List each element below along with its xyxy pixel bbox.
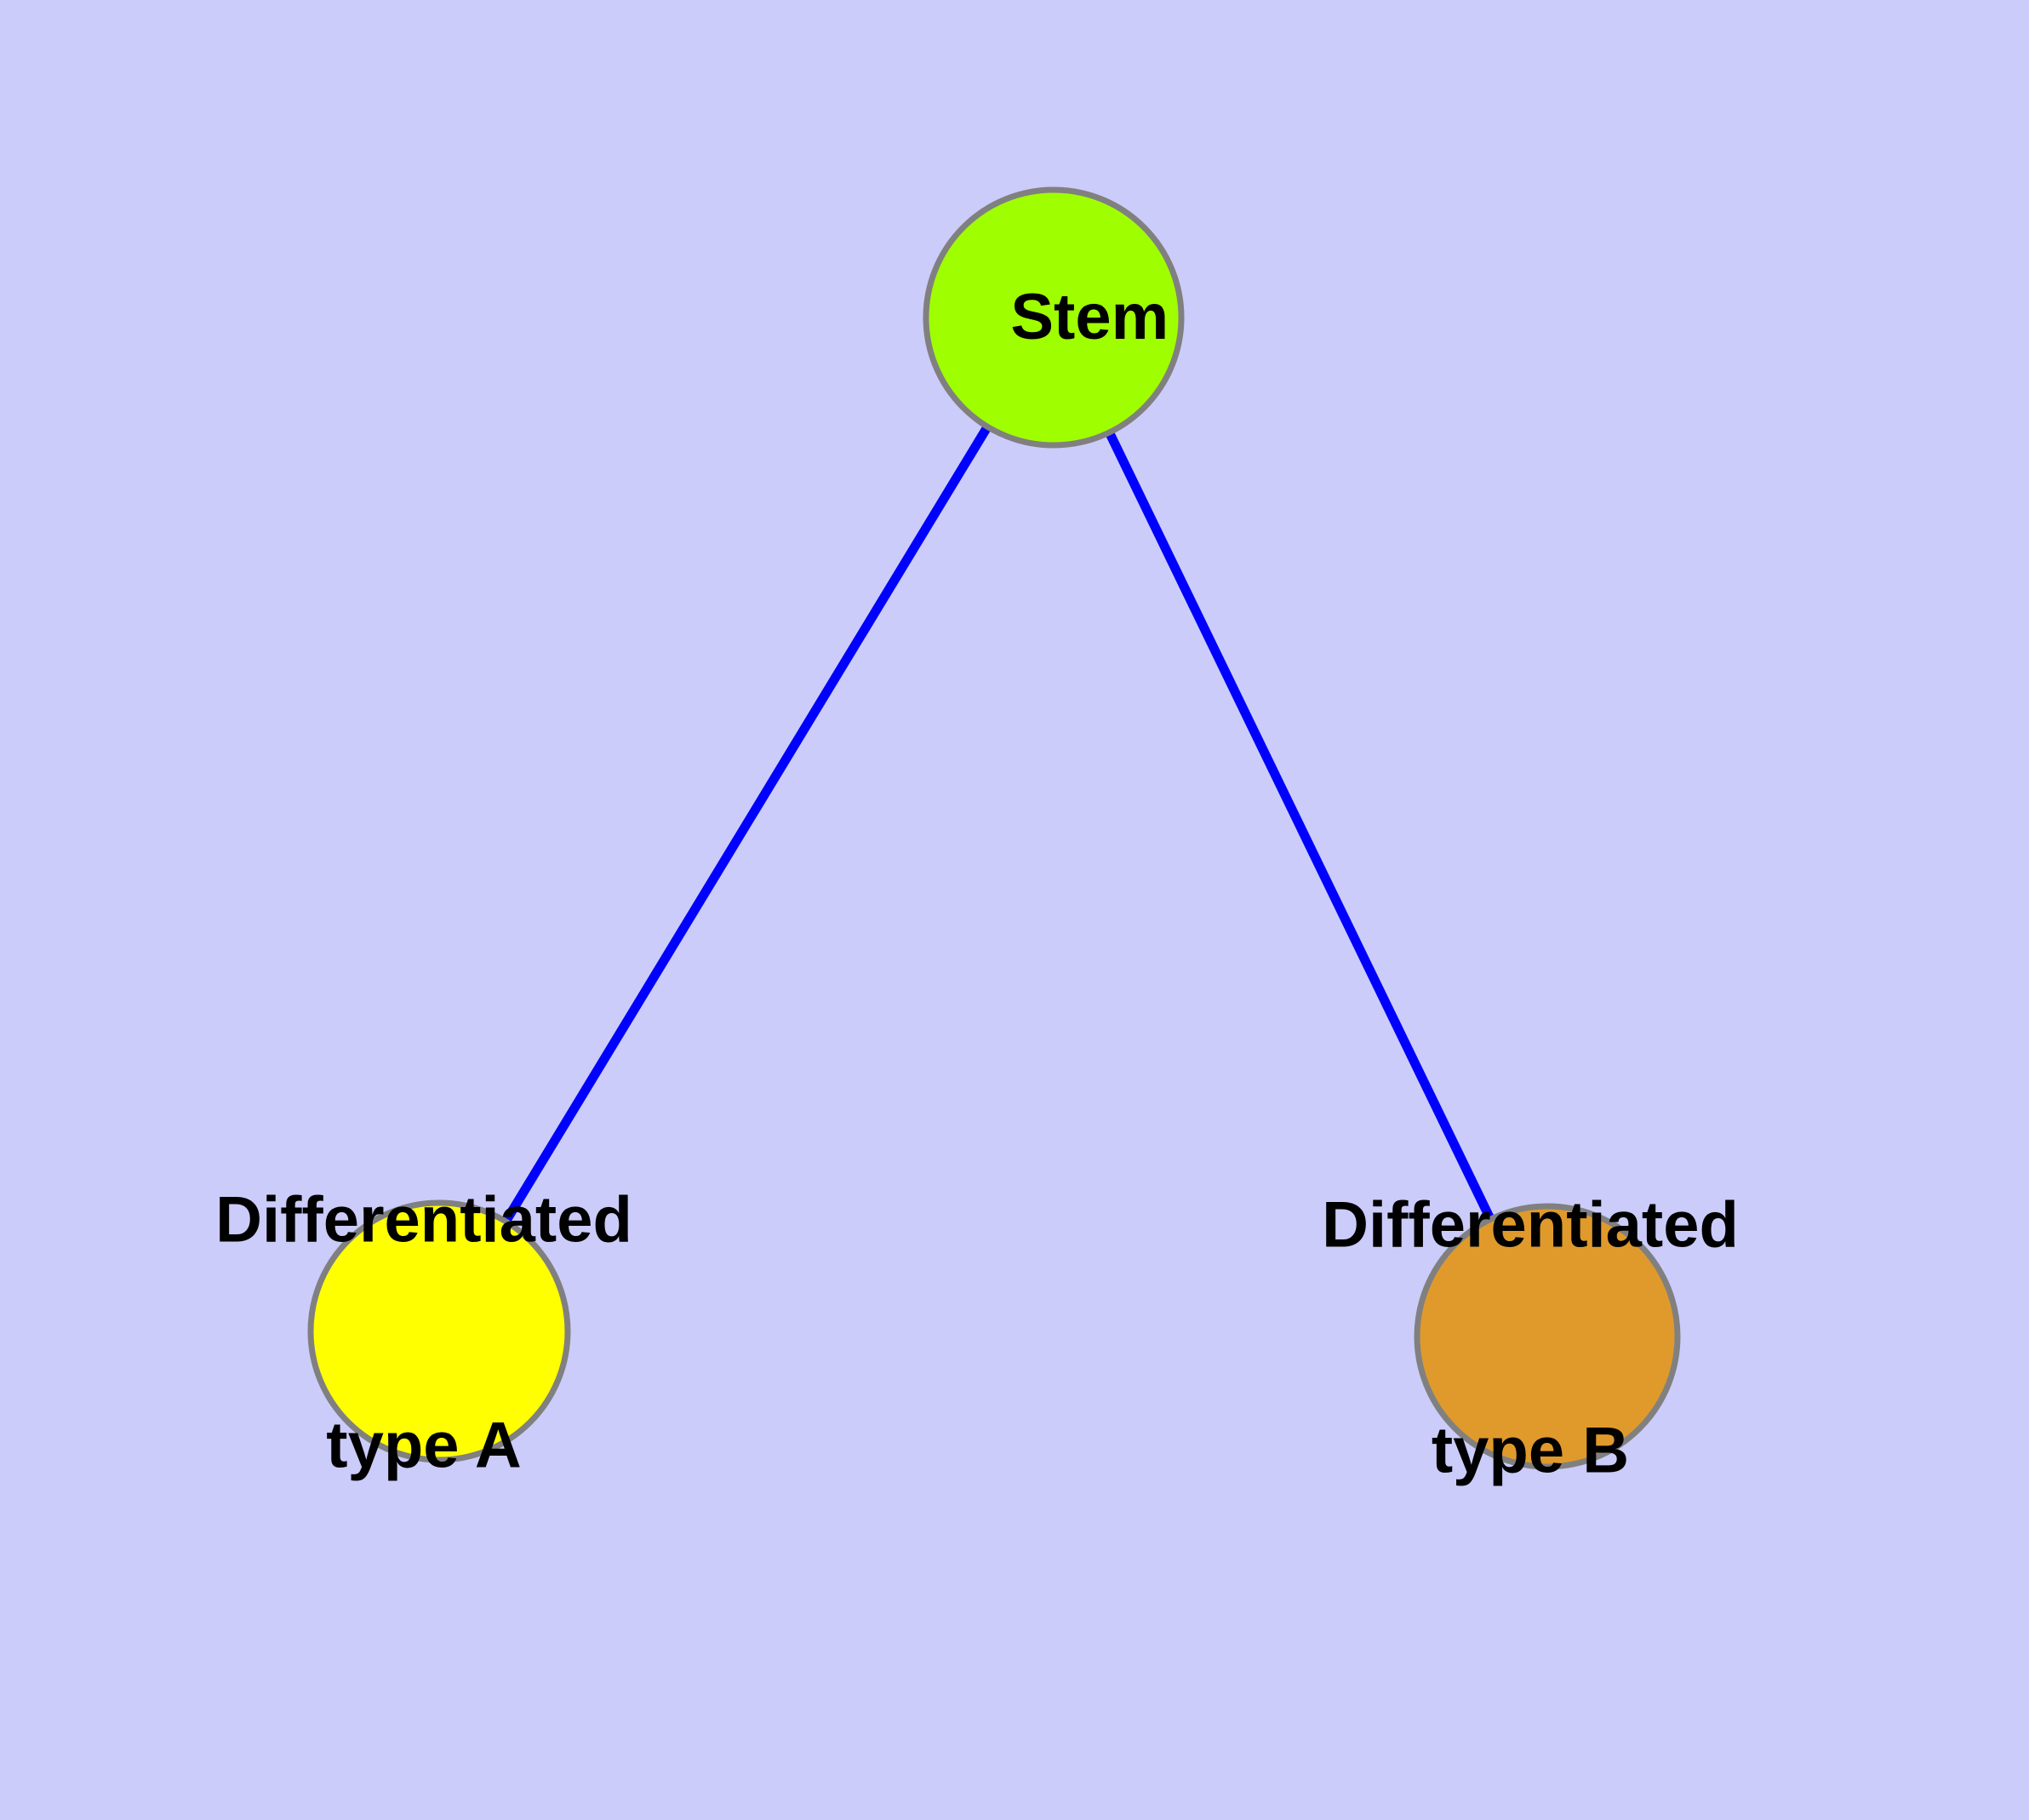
node-circle-stem[interactable] <box>923 186 1185 449</box>
node-circle-diffA[interactable] <box>307 1199 571 1463</box>
edge-stem-diffB <box>1104 428 1496 1223</box>
edges-group <box>500 422 1496 1226</box>
node-circle-diffB[interactable] <box>1414 1203 1681 1470</box>
edge-stem-diffA <box>500 422 992 1226</box>
nodes-group <box>307 186 1681 1470</box>
